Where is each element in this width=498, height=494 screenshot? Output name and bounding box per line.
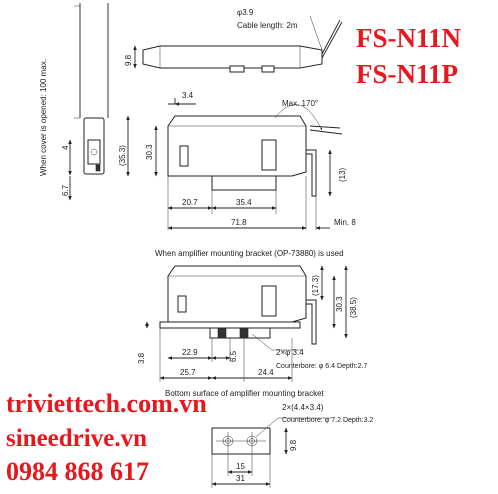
dim-label: 15	[236, 462, 245, 471]
dim-label: 30.3	[145, 144, 154, 160]
bottom-view	[211, 417, 332, 488]
dim-label: 22.9	[182, 348, 198, 357]
dim-label: Min. 8	[334, 218, 356, 227]
dim-label: Counterbore: φ 7.2 Depth:3.2	[282, 417, 373, 424]
section-title: When amplifier mounting bracket (OP-7388…	[155, 249, 344, 258]
dim-label: 71.8	[231, 218, 247, 227]
dim-label: (35.3)	[118, 145, 127, 166]
cover-note: When cover is opened: 100 max.	[39, 59, 48, 176]
dim-label: (38.5)	[349, 297, 358, 318]
dim-label: (17.3)	[311, 275, 320, 296]
dim-label: 35.4	[236, 198, 252, 207]
dim-label: 6.7	[61, 184, 70, 196]
dim-label: φ3.9	[237, 8, 254, 17]
side-view	[68, 3, 109, 201]
dim-label: 3.8	[137, 352, 146, 364]
contact-website: sineedrive.vn	[6, 425, 147, 452]
dim-label: Max. 170°	[282, 99, 318, 108]
model-name: FS-N11N	[356, 23, 462, 53]
dim-label: 20.7	[182, 198, 198, 207]
front-view	[126, 98, 343, 230]
dim-label: (13)	[338, 167, 347, 182]
dim-label: 2×(4.4×3.4)	[282, 403, 324, 412]
dim-label: Counterbore: φ 6.4 Depth:2.7	[276, 363, 367, 370]
contact-website: triviettech.com.vn	[6, 389, 207, 418]
dim-label: 9.8	[289, 439, 298, 451]
dim-label: 25.7	[180, 368, 196, 377]
dim-label: 9.8	[124, 54, 133, 66]
dim-label: 4	[61, 145, 70, 150]
bracket-view	[145, 265, 348, 382]
dim-label: 6.5	[229, 350, 238, 362]
dim-label: 2×φ 3.4	[276, 348, 304, 357]
top-view	[133, 15, 343, 73]
model-name: FS-N11P	[356, 59, 458, 89]
dim-label: 30.3	[335, 296, 344, 312]
section-title: Bottom surface of amplifier mounting bra…	[165, 389, 325, 398]
dim-label: 31	[236, 474, 245, 483]
dim-label: 3.4	[182, 91, 194, 100]
contact-phone: 0984 868 617	[6, 457, 149, 486]
dim-label: 24.4	[258, 368, 274, 377]
dim-label: Cable length: 2m	[237, 21, 298, 30]
